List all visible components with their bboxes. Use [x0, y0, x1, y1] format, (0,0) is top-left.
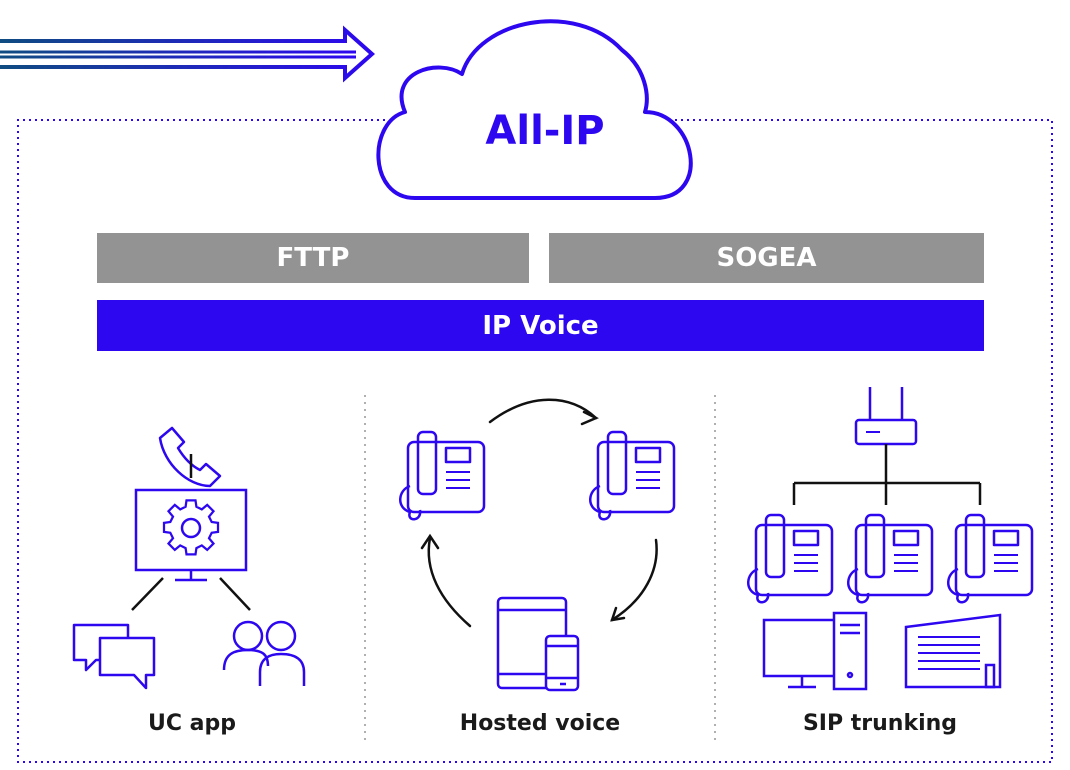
desk-phone-icon [747, 513, 834, 604]
incoming-arrow [0, 25, 376, 83]
dotted-frame [17, 119, 1053, 763]
desk-phone-icon [947, 513, 1034, 604]
fttp-bar: FTTP [97, 233, 529, 283]
desk-phone-icon [399, 430, 486, 521]
office-building-icon [904, 613, 1002, 689]
sip-trunking-label: SIP trunking [802, 711, 958, 736]
hosted-voice-illustration [399, 398, 676, 692]
desktop-computer-icon [762, 611, 868, 691]
connector-monitor-chat [131, 577, 164, 611]
chat-bubbles-icon [72, 623, 156, 690]
cloud-shape [376, 19, 693, 200]
monitor-icon [134, 488, 248, 582]
uc-app-illustration [72, 426, 306, 690]
cycle-arrows-icon [420, 398, 658, 628]
cloud-label: All-IP [485, 108, 605, 154]
ip-voice-bar: IP Voice [97, 300, 984, 351]
connector-monitor-users [219, 577, 251, 611]
tablet-mobile-icon [496, 596, 580, 692]
hosted-voice-label: Hosted voice [459, 711, 621, 736]
desk-phone-icon [847, 513, 934, 604]
router-icon [854, 387, 918, 446]
users-icon [222, 620, 306, 686]
gear-icon [162, 499, 220, 556]
network-tree-lines [792, 444, 982, 505]
desk-phone-icon [589, 430, 676, 521]
sip-trunking-illustration [747, 387, 1034, 691]
sogea-bar: SOGEA [549, 233, 984, 283]
phone-handset-icon [158, 426, 222, 488]
uc-app-label: UC app [147, 711, 236, 736]
